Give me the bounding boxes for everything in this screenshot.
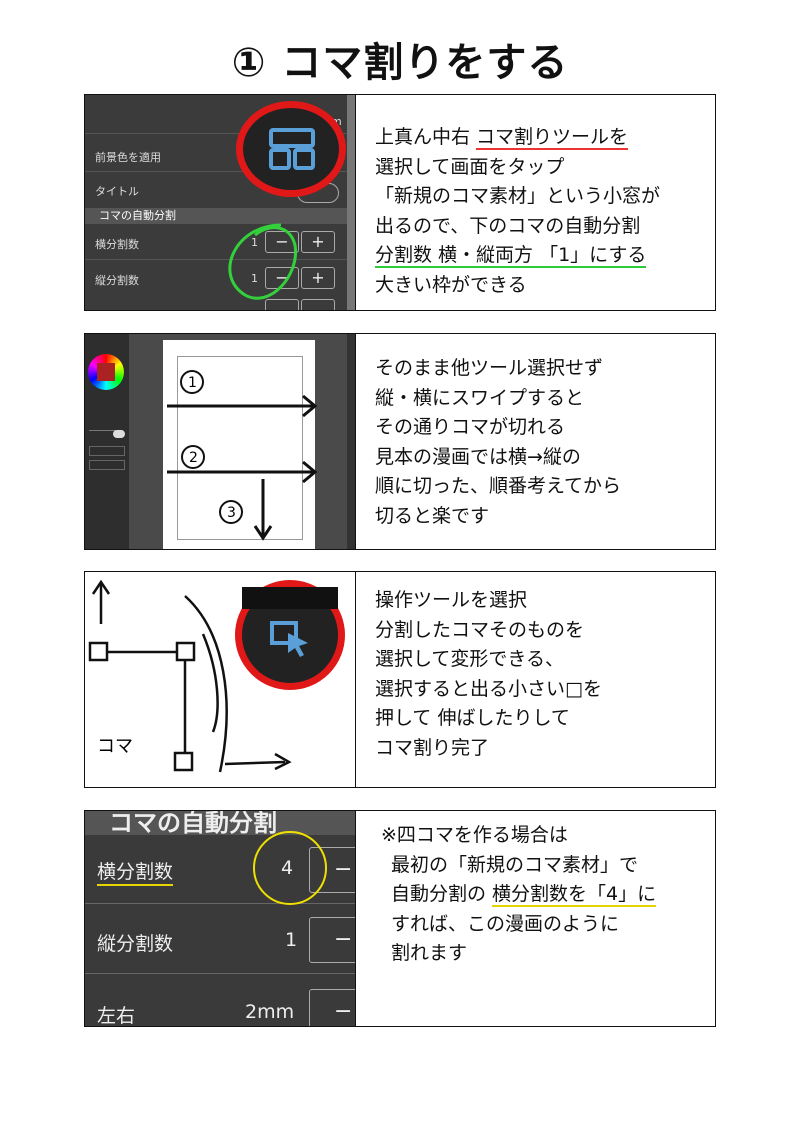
panel-3-text: 操作ツールを選択 分割したコマそのものを 選択して変形できる、 選択すると出る小… [375, 589, 602, 759]
lr-label: 左右 [97, 1005, 136, 1026]
h-plus-button[interactable]: + [301, 231, 335, 253]
v-div-value: 1 [251, 272, 258, 285]
panel-1-image: 前景色を適用 タイトル コマの自動分割 横分割数 1 − + 縦分割数 1 − … [85, 95, 356, 310]
mark-3: 3 [227, 505, 236, 521]
v-div-value: 1 [285, 929, 298, 951]
select-tool-highlight [235, 580, 345, 690]
h-div-value: 1 [251, 236, 258, 249]
koma-handwritten: コマ [97, 736, 133, 757]
panel-2-text: そのまま他ツール選択せず 縦・横にスワイプすると その通りコマが切れる 見本の漫… [375, 357, 622, 527]
panel-1-text: 上真ん中右 コマ割りツールを 選択して画面をタップ 「新規のコマ素材」という小窓… [375, 126, 661, 296]
h-div-label: 横分割数 [97, 857, 174, 886]
panel-2: 1 2 3 そのまま他ツール選択せず 縦・横にスワイプすると その通りコマが切れ… [84, 333, 716, 550]
lr-value: 2mm [245, 1001, 295, 1023]
auto-split-settings-zoom: コマの自動分割 横分割数 4 − 縦分割数 1 − 左右 2mm − [85, 811, 355, 1026]
canvas-page [163, 340, 315, 549]
swipe-arrows: 1 2 3 [167, 370, 318, 541]
panel-2-image: 1 2 3 [85, 334, 356, 549]
tool-sidebar-mock [85, 334, 129, 549]
yellow-circle-annotation [253, 831, 327, 905]
panel-3: コマ 操作ツールを選択 分割したコマそのものを 選択して変形できる、 選択すると… [84, 571, 716, 788]
v-plus-button[interactable]: + [301, 267, 335, 289]
panel-4-image: コマの自動分割 横分割数 4 − 縦分割数 1 − 左右 2mm − [85, 811, 356, 1026]
h-minus-button[interactable]: − [265, 231, 299, 253]
h-div-label: 横分割数 [95, 238, 139, 251]
title-label: タイトル [95, 185, 139, 198]
transform-diagram: コマ [88, 579, 292, 773]
apply-fg-label: 前景色を適用 [95, 151, 161, 164]
move-select-icon [270, 621, 308, 657]
v-div-label: 縦分割数 [95, 274, 139, 287]
lr-minus-button[interactable]: − [309, 989, 355, 1026]
auto-split-section: コマの自動分割 [85, 208, 347, 224]
green-circle-annotation [228, 223, 298, 300]
mark-1: 1 [188, 375, 197, 391]
v-minus-button[interactable]: − [309, 917, 355, 963]
panel-4-text: ※四コマを作る場合は 最初の「新規のコマ素材」で 自動分割の 横分割数を「4」に… [381, 824, 657, 964]
section-header: コマの自動分割 [85, 811, 355, 837]
mark-2: 2 [189, 450, 198, 466]
panel-4: コマの自動分割 横分割数 4 − 縦分割数 1 − 左右 2mm − ※四コマを… [84, 810, 716, 1027]
panel-split-tool-icon [269, 128, 315, 170]
v-div-label: 縦分割数 [97, 933, 174, 955]
panel-3-image: コマ [85, 572, 356, 787]
panel-tool-highlight [236, 101, 346, 197]
panel-1: 前景色を適用 タイトル コマの自動分割 横分割数 1 − + 縦分割数 1 − … [84, 94, 716, 311]
page-title: ① コマ割りをする [231, 40, 569, 86]
